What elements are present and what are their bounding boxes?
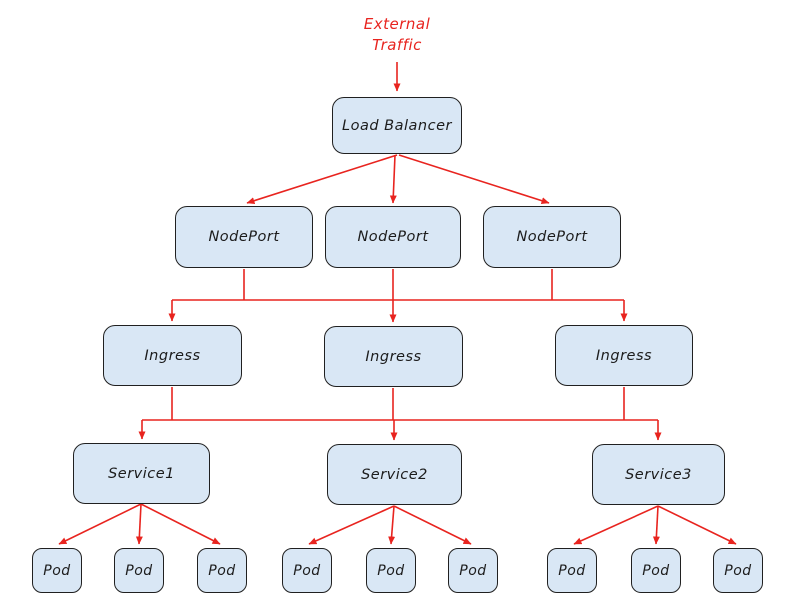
- node-ingress-1: Ingress: [103, 325, 242, 386]
- external-traffic-line2: Traffic: [372, 36, 422, 54]
- node-pod-7: Pod: [547, 548, 597, 593]
- external-traffic-line1: External: [363, 15, 431, 33]
- node-pod-5: Pod: [366, 548, 416, 593]
- node-pod-2: Pod: [114, 548, 164, 593]
- connector-line: [393, 505, 472, 545]
- connector-line: [140, 503, 221, 545]
- connector-line: [398, 154, 550, 205]
- connector-line: [573, 505, 659, 545]
- connector-line: [652, 505, 660, 545]
- connector-line: [389, 154, 397, 204]
- node-pod-3: Pod: [197, 548, 247, 593]
- node-pod-4: Pod: [282, 548, 332, 593]
- connector-line: [135, 503, 143, 545]
- node-pod-6: Pod: [448, 548, 498, 593]
- external-traffic-label: External Traffic: [347, 14, 447, 56]
- node-nodeport-1: NodePort: [175, 206, 313, 268]
- node-service-2: Service2: [327, 444, 462, 505]
- node-pod-1: Pod: [32, 548, 82, 593]
- node-pod-9: Pod: [713, 548, 763, 593]
- node-nodeport-3: NodePort: [483, 206, 621, 268]
- node-load-balancer: Load Balancer: [332, 97, 462, 154]
- connector-line: [308, 505, 395, 545]
- connector-line: [657, 505, 737, 545]
- node-pod-8: Pod: [631, 548, 681, 593]
- node-service-3: Service3: [592, 444, 725, 505]
- connector-line: [246, 154, 398, 205]
- node-nodeport-2: NodePort: [325, 206, 461, 268]
- connector-line: [388, 505, 396, 545]
- node-service-1: Service1: [73, 443, 210, 504]
- node-ingress-3: Ingress: [555, 325, 693, 386]
- connector-line: [58, 503, 142, 545]
- node-ingress-2: Ingress: [324, 326, 463, 387]
